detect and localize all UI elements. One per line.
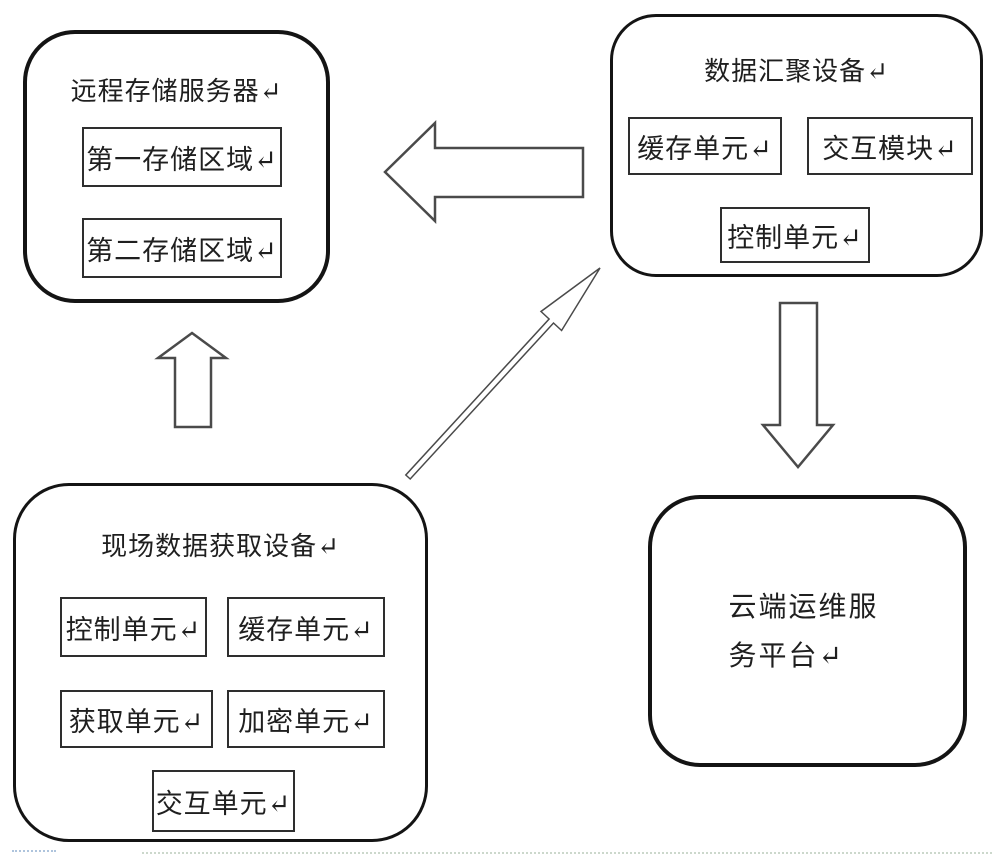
unit-first-storage-area: 第一存储区域↵: [82, 127, 282, 187]
data-aggregation-device-title: 数据汇聚设备↵: [704, 57, 889, 87]
scan-artifact-line-main: [142, 852, 992, 854]
unit-interaction-module: 交互模块↵: [807, 117, 973, 175]
scan-artifact-line-left: [12, 850, 56, 852]
field-data-acquisition-device-title: 现场数据获取设备↵: [101, 532, 340, 562]
remote-storage-server-title: 远程存储服务器↵: [70, 77, 283, 107]
cloud-platform-title-line1: 云端运维服: [728, 590, 879, 623]
unit-second-storage-area: 第二存储区域↵: [82, 218, 282, 278]
node-field-data-acquisition-device: 现场数据获取设备↵ 控制单元↵ 缓存单元↵ 获取单元↵ 加密单元↵ 交互单元↵: [13, 483, 428, 842]
cloud-platform-title-line2: 务平台↵: [728, 639, 844, 672]
unit-cache: 缓存单元↵: [227, 597, 385, 657]
unit-encryption: 加密单元↵: [227, 690, 385, 748]
arrow-aggregation-to-cloud-down-icon: [760, 301, 836, 469]
arrow-aggregation-to-storage-left-icon: [383, 120, 585, 224]
cloud-platform-title: 云端运维服 务平台↵: [729, 582, 887, 680]
unit-control: 控制单元↵: [720, 207, 870, 263]
node-data-aggregation-device: 数据汇聚设备↵ 缓存单元↵ 交互模块↵ 控制单元↵: [610, 14, 983, 277]
node-cloud-platform: 云端运维服 务平台↵: [648, 495, 967, 767]
unit-cache: 缓存单元↵: [628, 117, 782, 175]
unit-acquisition: 获取单元↵: [60, 690, 213, 748]
unit-interaction: 交互单元↵: [152, 770, 295, 832]
arrow-field-to-aggregation-diagonal-icon: [404, 267, 601, 481]
unit-control: 控制单元↵: [60, 597, 207, 657]
node-remote-storage-server: 远程存储服务器↵ 第一存储区域↵ 第二存储区域↵: [23, 30, 330, 303]
arrow-field-to-storage-up-icon: [154, 331, 230, 429]
